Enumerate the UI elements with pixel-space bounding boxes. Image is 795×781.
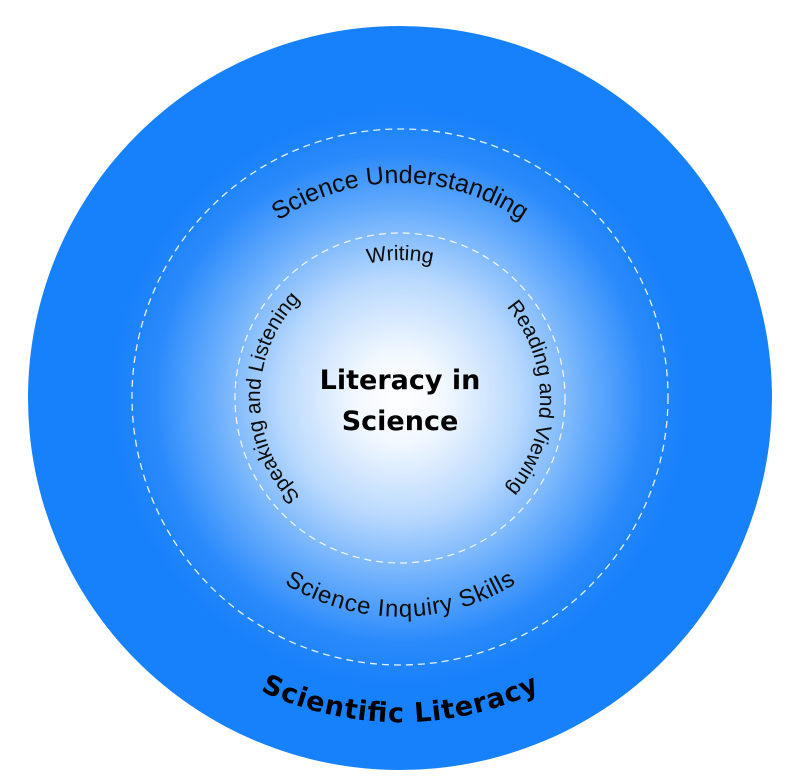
middle-dashed-circle <box>131 128 669 666</box>
label-writing: Writing <box>365 242 436 269</box>
inner-dashed-circle <box>234 232 566 564</box>
center-title-line2: Science <box>342 406 459 437</box>
center-title-line1: Literacy in <box>320 365 481 396</box>
outer-ring-scientific-literacy <box>28 26 772 770</box>
